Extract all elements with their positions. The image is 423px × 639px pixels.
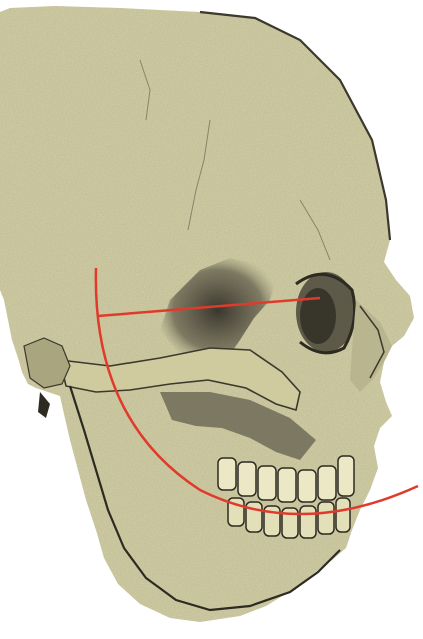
skull-illustration	[0, 0, 423, 634]
